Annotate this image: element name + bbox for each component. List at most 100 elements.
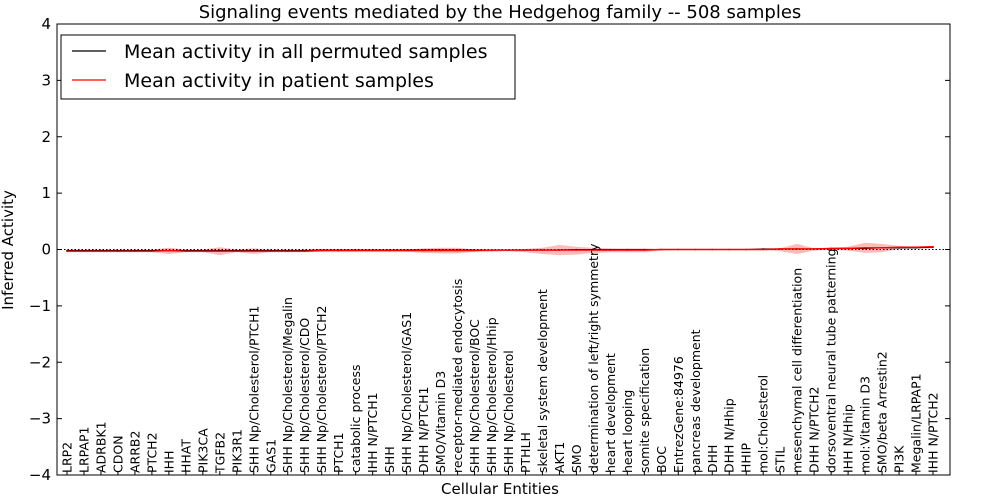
series-1-point (881, 247, 883, 249)
y-tick-label: −2 (29, 353, 51, 371)
series-1-point (320, 249, 323, 252)
series-1-point (711, 248, 714, 251)
series-1-point (745, 248, 748, 251)
y-tick-label: −3 (29, 410, 51, 428)
y-tick-label: 2 (41, 128, 51, 146)
x-tick-label: PIK3R1 (229, 429, 244, 473)
x-tick-label: skeletal system development (535, 289, 550, 473)
series-line-1 (67, 246, 934, 252)
series-1-point (813, 248, 815, 250)
x-tick-label: TGFB2 (212, 432, 227, 474)
chart-title: Signaling events mediated by the Hedgeho… (199, 2, 802, 23)
series-1-point (558, 249, 561, 251)
series-1-point (660, 248, 663, 251)
x-tick-label: SMO/Vitamin D3 (433, 371, 448, 473)
legend: Mean activity in all permuted samples Me… (60, 34, 516, 100)
x-tick-label: IHH (161, 451, 176, 474)
series-1-point (609, 249, 612, 251)
series-1-point (473, 249, 476, 252)
series-1-point (575, 249, 578, 251)
x-tick-label: SMO/beta Arrestin2 (875, 351, 890, 473)
series-1-point (762, 248, 764, 251)
series-1-point (388, 249, 391, 252)
x-tick-label: HHAT (178, 439, 193, 473)
x-tick-label: PTCH2 (144, 432, 159, 473)
series-1-point (728, 248, 731, 251)
x-tick-label: PTHLH (518, 432, 533, 473)
x-tick-label: SMO (569, 444, 584, 473)
y-tick-label: −4 (29, 466, 51, 484)
y-tick-label: 1 (41, 184, 51, 202)
x-tick-label: ARRB2 (127, 431, 142, 473)
x-tick-label: PI3K (892, 445, 907, 473)
series-1-point (83, 250, 85, 252)
x-tick-label: PTCH1 (331, 432, 346, 473)
series-1-point (236, 250, 238, 252)
series-1-point (524, 249, 527, 251)
x-tick-label: CDON (110, 435, 125, 473)
series-1-point (371, 249, 374, 252)
y-tick-label: 0 (41, 241, 51, 259)
series-1-point (168, 249, 170, 252)
series-1-point (847, 247, 849, 250)
series-1-point (252, 250, 255, 252)
series-1-point (932, 245, 934, 248)
series-1-point (66, 250, 68, 252)
y-tick-label: −1 (29, 297, 51, 315)
series-1-point (269, 250, 272, 252)
series-1-point (626, 249, 629, 251)
series-1-point (592, 249, 595, 251)
activity-band (67, 242, 933, 256)
x-tick-label: STIL (773, 447, 788, 473)
x-tick-label: AKT1 (552, 442, 567, 473)
series-1-point (439, 249, 442, 252)
series-1-point (779, 248, 781, 250)
x-tick-label: DHH (705, 445, 720, 473)
series-1-point (830, 247, 832, 250)
series-1-point (422, 249, 425, 252)
x-tick-label: SHH Np/Cholesterol/Megalin (280, 297, 295, 473)
y-tick-label: 3 (41, 71, 51, 89)
series-1-point (405, 249, 408, 252)
x-tick-label: LRPAP1 (77, 427, 92, 473)
series-1-point (456, 249, 459, 252)
series-1-point (864, 247, 866, 249)
x-tick-label: mol:Cholesterol (756, 375, 771, 473)
x-tick-label: heart looping (620, 390, 635, 473)
series-1-point (796, 248, 798, 250)
x-tick-label: LRP2 (60, 442, 75, 473)
series-1-point (202, 250, 204, 252)
x-tick-label: pancreas development (688, 329, 703, 473)
x-tick-label: PIK3CA (195, 428, 210, 473)
x-tick-label: HHIP (739, 443, 754, 473)
series-1-point (185, 250, 187, 252)
legend-box (60, 34, 516, 100)
x-tick-label: DHH N/PTCH2 (807, 387, 822, 473)
x-tick-label: SHH Np/Cholesterol/GAS1 (399, 312, 414, 473)
x-tick-label: catabolic process (348, 364, 363, 473)
series-1-point (354, 249, 357, 252)
x-tick-label: determination of left/right symmetry (586, 243, 601, 473)
x-tick-label: SHH Np/Cholesterol/PTCH1 (246, 306, 261, 474)
series-1-point (117, 250, 119, 252)
series-1-point (151, 250, 153, 252)
y-axis-label: Inferred Activity (0, 190, 17, 310)
series-1-point (303, 250, 306, 252)
x-tick-label: SHH Np/Cholesterol/CDO (297, 318, 312, 473)
legend-label-patient: Mean activity in patient samples (124, 70, 434, 92)
x-tick-label: mesenchymal cell differentiation (790, 268, 805, 473)
series-1-point (898, 246, 900, 249)
series-1-point (677, 248, 680, 251)
x-tick-label: DHH N/PTCH1 (416, 387, 431, 473)
x-tick-label: ADRBK1 (94, 421, 109, 473)
x-tick-label: DHH N/Hhip (722, 398, 737, 473)
series-1-point (337, 249, 340, 252)
series-1-point (490, 249, 493, 251)
x-tick-label: receptor-mediated endocytosis (450, 279, 465, 473)
series-1-point (134, 250, 136, 252)
x-tick-label: SHH Np/Cholesterol/BOC (467, 319, 482, 473)
legend-label-permuted: Mean activity in all permuted samples (124, 41, 487, 63)
series-1-point (219, 250, 221, 252)
series-1-point (915, 246, 917, 249)
